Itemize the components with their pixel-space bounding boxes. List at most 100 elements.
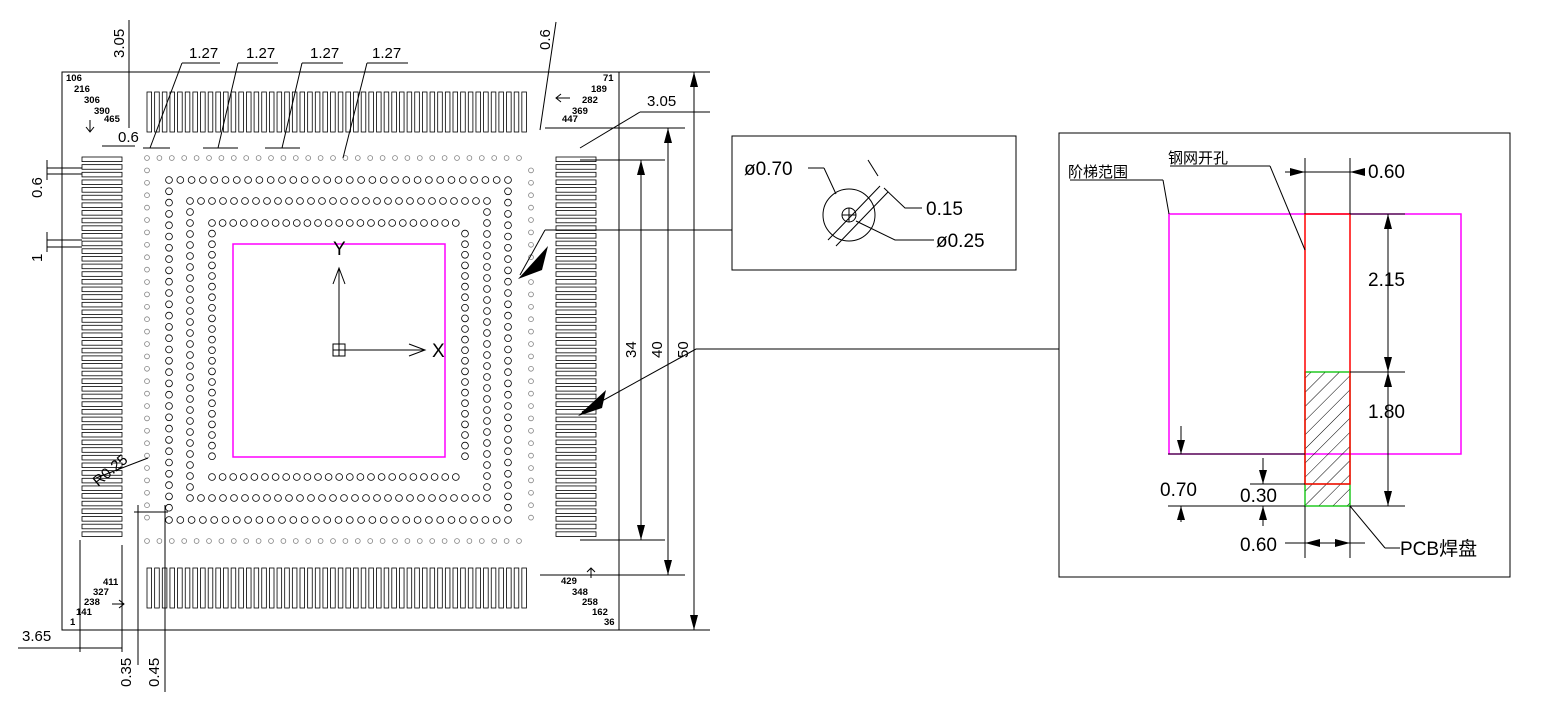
ball <box>504 469 512 478</box>
pad <box>376 567 382 609</box>
ball <box>244 176 252 184</box>
pad <box>555 393 597 400</box>
ball <box>186 252 194 260</box>
pad <box>246 567 252 609</box>
pcb-pad-hatched <box>1304 371 1351 507</box>
ball <box>373 197 381 205</box>
ball <box>483 230 491 238</box>
pad <box>200 567 206 609</box>
stencil-dim-lower: 1.80 <box>1368 402 1405 423</box>
ball <box>186 395 194 403</box>
pad <box>555 363 597 369</box>
ball <box>317 155 324 161</box>
ball <box>392 538 398 544</box>
ball <box>461 335 469 344</box>
pad <box>555 202 597 208</box>
pad <box>383 91 390 133</box>
ball <box>303 473 312 481</box>
pad <box>81 493 123 499</box>
pad <box>215 567 221 609</box>
ball <box>504 458 512 467</box>
ball <box>165 379 173 388</box>
ball <box>528 403 534 409</box>
ball <box>504 232 512 241</box>
pad <box>230 567 237 609</box>
ball <box>391 176 399 184</box>
pad <box>81 248 123 254</box>
ball <box>472 494 480 502</box>
ball <box>144 204 150 211</box>
leader-arrowhead <box>578 390 606 416</box>
pad <box>555 256 597 262</box>
ball <box>255 516 264 524</box>
ball <box>504 413 512 422</box>
ball <box>504 277 512 286</box>
ball <box>208 261 216 270</box>
pad <box>555 508 597 514</box>
ball <box>221 516 230 524</box>
ball <box>367 538 374 544</box>
pad <box>81 156 123 162</box>
ball <box>252 197 260 205</box>
ball <box>330 155 336 161</box>
pin-number: 258 <box>582 597 598 608</box>
ball <box>233 176 241 184</box>
ball <box>165 436 173 444</box>
pad <box>81 210 123 216</box>
pad <box>513 91 520 133</box>
pad <box>555 217 597 224</box>
ball <box>263 494 271 502</box>
ball <box>379 155 386 161</box>
ball <box>186 450 194 458</box>
ball <box>176 176 185 184</box>
ball <box>461 494 469 502</box>
ball <box>483 241 491 249</box>
ball <box>367 219 375 227</box>
ball <box>266 176 275 184</box>
ball <box>271 473 280 481</box>
ball <box>483 439 491 447</box>
pin-number: 465 <box>104 114 121 125</box>
ball <box>144 192 150 199</box>
ball <box>461 452 469 461</box>
pad <box>291 567 298 609</box>
step-area-label: 阶梯范围 <box>1068 164 1128 181</box>
ball <box>461 229 469 238</box>
ball <box>379 538 386 544</box>
ball <box>466 155 473 161</box>
ball <box>398 473 407 481</box>
ball <box>323 516 332 524</box>
ball <box>461 356 469 365</box>
ball <box>186 494 194 502</box>
ball <box>186 417 194 425</box>
ball <box>208 293 216 302</box>
ball <box>144 155 150 161</box>
ball <box>307 494 315 502</box>
ball <box>461 303 469 312</box>
ball <box>504 244 512 252</box>
ball <box>292 219 301 227</box>
ball <box>377 219 386 227</box>
ball <box>208 229 216 238</box>
ball <box>305 538 312 544</box>
ball <box>439 494 447 502</box>
pin-number: 369 <box>572 106 588 117</box>
ball <box>472 197 480 205</box>
pad <box>81 278 123 285</box>
pad <box>261 567 267 609</box>
ball <box>165 345 173 354</box>
ball <box>395 197 403 205</box>
ball <box>165 244 173 252</box>
ball <box>312 176 320 184</box>
pad <box>444 91 451 133</box>
stencil-aperture-outline <box>1304 213 1351 485</box>
pad <box>81 240 123 247</box>
ball <box>274 494 282 502</box>
pad <box>555 156 597 162</box>
ball <box>504 345 512 354</box>
ball <box>417 197 425 205</box>
ball <box>483 406 491 414</box>
ball <box>356 219 365 227</box>
ball <box>345 219 354 227</box>
ball <box>165 503 173 512</box>
